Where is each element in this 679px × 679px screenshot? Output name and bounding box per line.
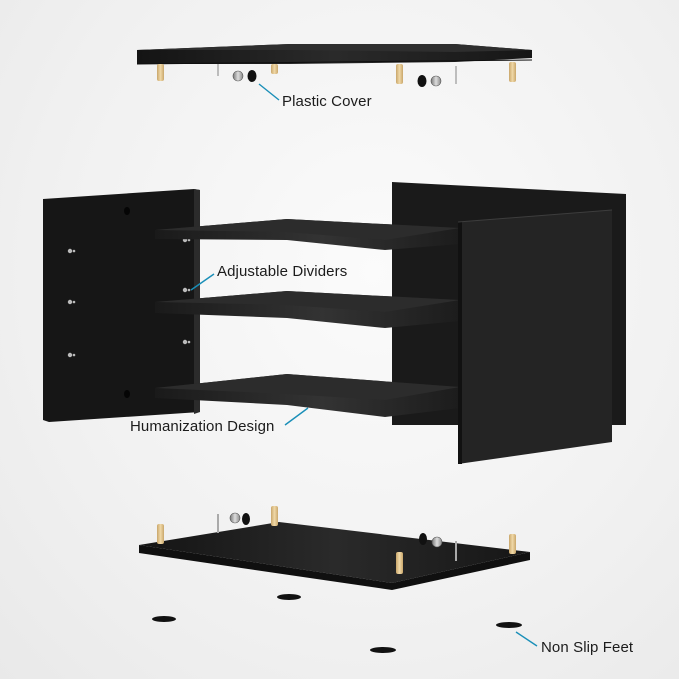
humanization-design-label: Humanization Design: [130, 418, 275, 435]
bottom-panel-dowels: [157, 506, 516, 574]
non-slip-feet-label: Non Slip Feet: [541, 639, 634, 656]
shelf-middle: [155, 291, 460, 328]
bottom-panel: [139, 522, 530, 590]
callout-lines: [190, 83, 538, 647]
top-panel-hardware: [217, 64, 457, 87]
non-slip-feet-pads: [152, 594, 522, 653]
top-panel-dowels: [157, 62, 516, 84]
bottom-panel-hardware: [217, 512, 457, 561]
non-slip-feet-leader: [515, 631, 538, 647]
adjustable-dividers-leader: [190, 273, 215, 291]
right-side-panel: [457, 209, 613, 464]
top-panel: [136, 44, 533, 65]
plastic-cover-label: Plastic Cover: [282, 93, 372, 110]
adjustable-dividers-label: Adjustable Dividers: [217, 263, 348, 280]
plastic-cover-leader: [258, 83, 280, 101]
humanization-design-leader: [284, 407, 309, 426]
shelf-top: [155, 219, 460, 250]
shelf-bottom: [155, 374, 460, 417]
